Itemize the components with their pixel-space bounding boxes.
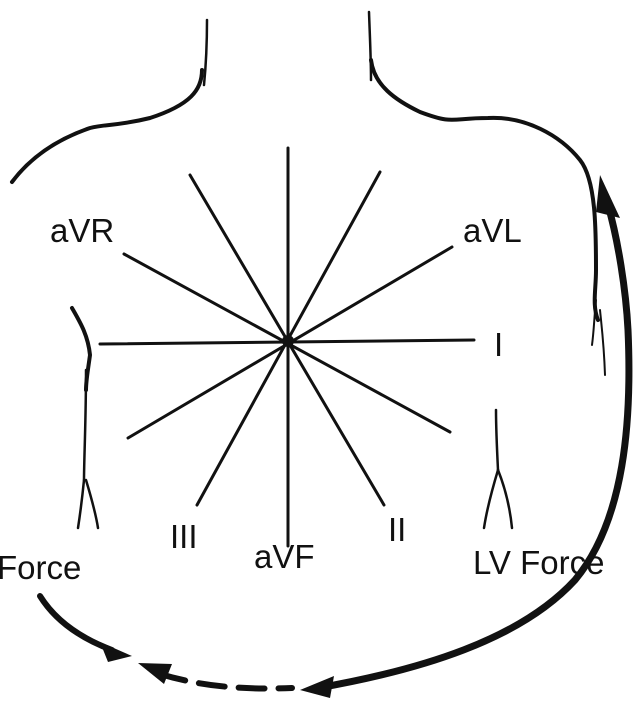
left-torso-fork-a [78,480,84,528]
label-avl: aVL [463,212,522,249]
label-lead-ii: II [388,511,406,548]
left-side-line [72,308,90,390]
lv-arc-arrowhead-icon [596,175,620,218]
left-torso-fork-b [86,480,98,528]
torso-outline [12,12,605,528]
label-lead-iii: III [170,518,198,555]
right-torso-fork-b [498,470,512,528]
neck-left-line [204,20,207,85]
lv-force-arc [318,205,629,688]
hexaxial-lead-lines [100,148,474,546]
dashed-force-line [160,674,292,688]
right-arm-line-b [600,310,605,375]
label-lead-i: I [494,326,503,363]
axis-center-dot [282,335,294,347]
right-shoulder-line [371,60,598,320]
label-avr: aVR [50,212,114,249]
right-torso-fork-a [484,470,498,528]
dashed-arrowhead-icon [138,663,172,684]
rv-force-arc [40,596,112,650]
label-avf: aVF [254,538,315,575]
neck-right-line [369,12,371,80]
label-rv-force: Force [0,549,81,586]
left-shoulder-line [12,70,202,182]
right-torso-upper-line [496,410,498,470]
lv-bottom-arrowhead-icon [300,676,334,698]
rv-arc-arrowhead-icon [100,642,132,662]
